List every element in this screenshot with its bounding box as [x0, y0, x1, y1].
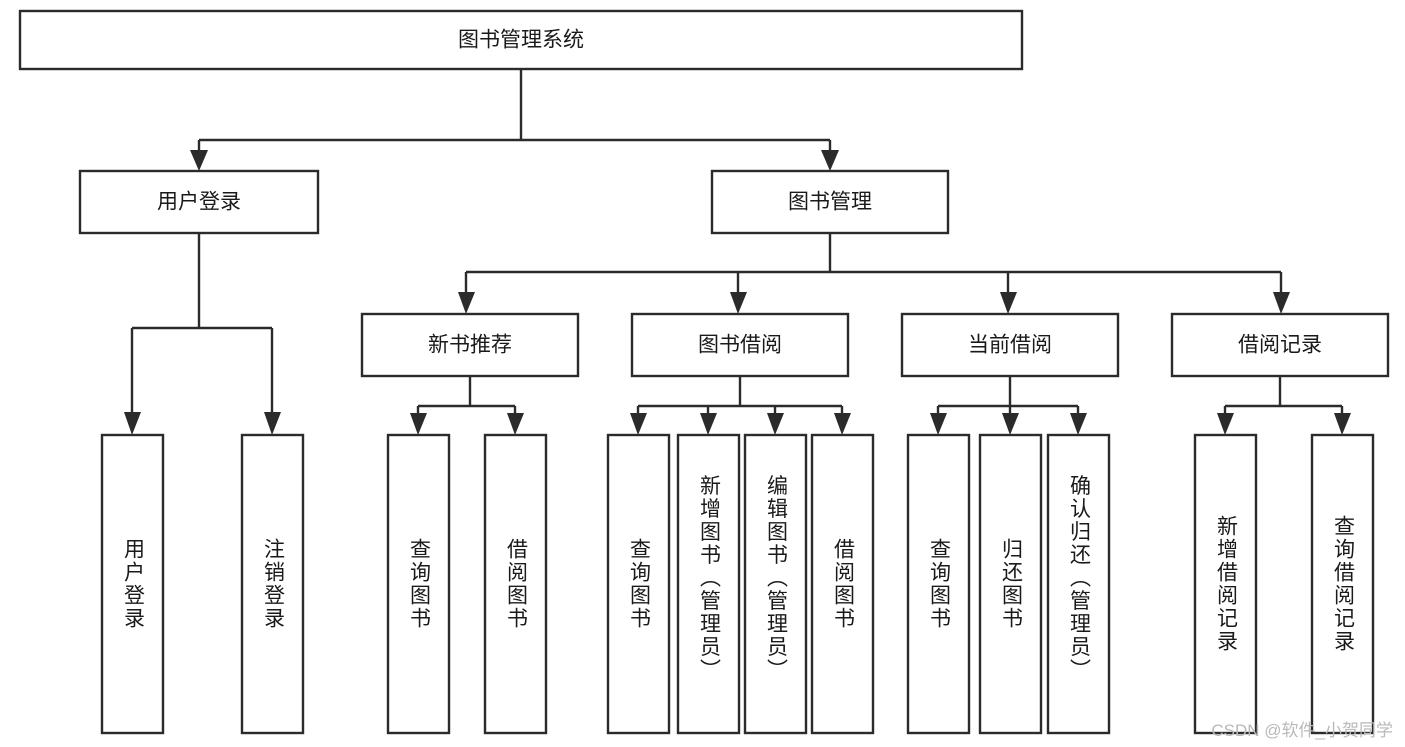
- node-leaf-add-book-admin-box[interactable]: [676, 433, 741, 735]
- node-book-management-box[interactable]: [710, 169, 950, 235]
- node-leaf-query-book-current[interactable]: 查询图书: [906, 433, 971, 735]
- node-root-label: 图书管理系统: [458, 29, 584, 52]
- arrow-head-current-borrow: [1000, 292, 1017, 314]
- node-borrow-record-label: 借阅记录: [1238, 334, 1322, 357]
- node-leaf-return-book-box[interactable]: [978, 433, 1043, 735]
- node-leaf-borrow-book-recommend-box[interactable]: [483, 433, 548, 735]
- node-leaf-borrow-book-box[interactable]: [810, 433, 875, 735]
- node-leaf-query-borrow-record[interactable]: 查询借阅记录: [1310, 433, 1375, 735]
- node-leaf-logout[interactable]: 注销登录: [240, 433, 305, 735]
- node-leaf-query-borrow-record-box[interactable]: [1310, 433, 1375, 735]
- node-leaf-query-book-borrow-box[interactable]: [606, 433, 671, 735]
- node-book-borrow[interactable]: 图书借阅: [630, 312, 850, 378]
- node-leaf-edit-book-admin-box[interactable]: [743, 433, 808, 735]
- arrow-head-leaf-confirm-return-admin: [1070, 413, 1087, 435]
- arrow-head-leaf-user-login: [124, 412, 141, 435]
- node-leaf-query-book-recommend[interactable]: 查询图书: [386, 433, 451, 735]
- node-borrow-record[interactable]: 借阅记录: [1170, 312, 1390, 378]
- arrow-head-leaf-logout: [264, 412, 281, 435]
- node-leaf-edit-book-admin-label: 编辑图书（管理员）: [764, 475, 788, 682]
- node-leaf-add-borrow-record[interactable]: 新增借阅记录: [1193, 433, 1258, 735]
- node-current-borrow-label: 当前借阅: [968, 334, 1052, 357]
- node-user-login-box[interactable]: [78, 169, 320, 235]
- node-new-book-recommend-box[interactable]: [360, 312, 580, 378]
- arrow-head-new-book-recommend: [458, 292, 475, 314]
- node-leaf-query-book-current-box[interactable]: [906, 433, 971, 735]
- node-leaf-borrow-book-recommend[interactable]: 借阅图书: [483, 433, 548, 735]
- node-leaf-add-book-admin-label: 新增图书（管理员）: [697, 475, 721, 682]
- node-leaf-confirm-return-admin[interactable]: 确认归还（管理员）: [1046, 433, 1111, 735]
- node-leaf-query-book-current-label: 查询图书: [927, 538, 951, 630]
- node-leaf-user-login-label: 用户登录: [121, 538, 145, 630]
- node-leaf-return-book-label: 归还图书: [999, 538, 1023, 630]
- node-new-book-recommend[interactable]: 新书推荐: [360, 312, 580, 378]
- arrow-head-leaf-edit-book-admin: [767, 413, 784, 435]
- node-current-borrow-box[interactable]: [900, 312, 1120, 378]
- node-root-box[interactable]: [18, 9, 1024, 71]
- node-leaf-logout-label: 注销登录: [261, 538, 285, 630]
- node-borrow-record-box[interactable]: [1170, 312, 1390, 378]
- arrow-head-leaf-query-borrow-record: [1334, 413, 1351, 435]
- node-new-book-recommend-label: 新书推荐: [428, 334, 512, 357]
- arrow-head-user-login: [190, 150, 208, 171]
- arrow-head-book-management: [821, 150, 839, 171]
- node-leaf-return-book[interactable]: 归还图书: [978, 433, 1043, 735]
- node-leaf-user-login-box[interactable]: [100, 433, 165, 735]
- arrow-head-book-borrow: [730, 292, 747, 314]
- connector-layer: [124, 69, 1351, 435]
- node-book-management[interactable]: 图书管理: [710, 169, 950, 235]
- node-user-login[interactable]: 用户登录: [78, 169, 320, 235]
- node-leaf-add-borrow-record-box[interactable]: [1193, 433, 1258, 735]
- node-leaf-query-book-borrow[interactable]: 查询图书: [606, 433, 671, 735]
- node-leaf-query-book-borrow-label: 查询图书: [627, 538, 651, 630]
- node-leaf-user-login[interactable]: 用户登录: [100, 433, 165, 735]
- arrow-head-leaf-query-book-borrow: [630, 413, 647, 435]
- node-leaf-borrow-book-label: 借阅图书: [831, 538, 855, 630]
- arrow-head-leaf-return-book: [1002, 413, 1019, 435]
- node-leaf-add-borrow-record-label: 新增借阅记录: [1214, 515, 1238, 653]
- arrow-head-leaf-query-book-current: [930, 413, 947, 435]
- node-user-login-label: 用户登录: [157, 191, 241, 214]
- arrow-head-leaf-borrow-book: [834, 413, 851, 435]
- node-leaf-confirm-return-admin-box[interactable]: [1046, 433, 1111, 735]
- node-leaf-edit-book-admin[interactable]: 编辑图书（管理员）: [743, 433, 808, 735]
- node-leaf-borrow-book-recommend-label: 借阅图书: [504, 538, 528, 630]
- node-leaf-query-book-recommend-box[interactable]: [386, 433, 451, 735]
- arrow-head-leaf-add-borrow-record: [1217, 413, 1234, 435]
- node-leaf-query-book-recommend-label: 查询图书: [407, 538, 431, 630]
- node-leaf-add-book-admin[interactable]: 新增图书（管理员）: [676, 433, 741, 735]
- node-book-borrow-label: 图书借阅: [698, 334, 782, 357]
- arrow-head-leaf-query-book-recommend: [410, 413, 427, 435]
- arrow-head-leaf-add-book-admin: [700, 413, 717, 435]
- node-book-borrow-box[interactable]: [630, 312, 850, 378]
- node-leaf-query-borrow-record-label: 查询借阅记录: [1331, 515, 1355, 653]
- arrow-head-borrow-record: [1273, 292, 1290, 314]
- node-current-borrow[interactable]: 当前借阅: [900, 312, 1120, 378]
- node-root[interactable]: 图书管理系统: [18, 9, 1024, 71]
- node-leaf-borrow-book[interactable]: 借阅图书: [810, 433, 875, 735]
- node-leaf-confirm-return-admin-label: 确认归还（管理员）: [1067, 475, 1091, 682]
- node-book-management-label: 图书管理: [788, 191, 872, 214]
- node-leaf-logout-box[interactable]: [240, 433, 305, 735]
- arrow-head-leaf-borrow-book-recommend: [507, 413, 524, 435]
